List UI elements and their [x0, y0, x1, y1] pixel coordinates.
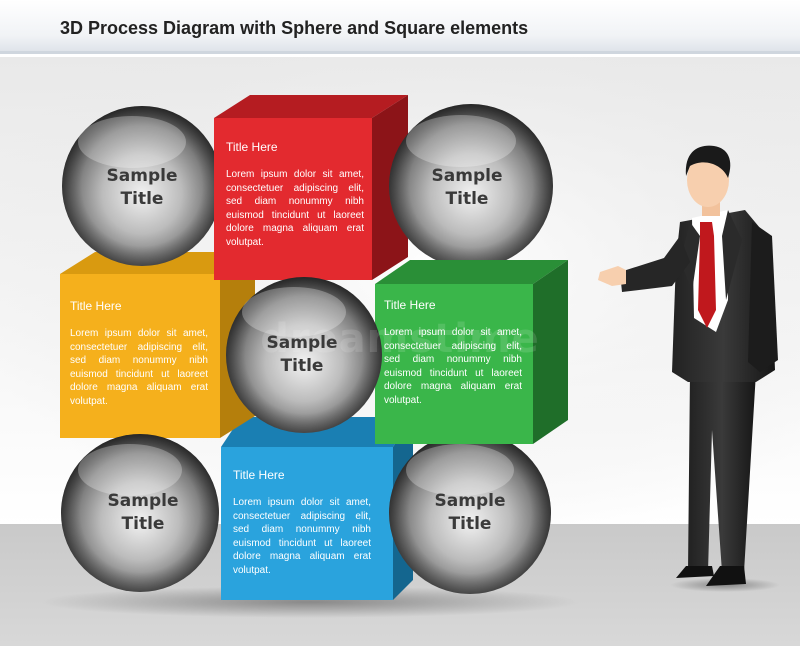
sphere-bottom-right: [389, 432, 551, 594]
blue-panel-body: Lorem ipsum dolor sit amet, consectetuer…: [233, 497, 371, 576]
green-panel-title: Title Here: [384, 298, 436, 312]
sphere-bottom-left: [61, 434, 219, 592]
sphere-label-bottom-left: Sample Title: [107, 491, 179, 534]
sphere-center: [226, 277, 382, 433]
sphere-top-left: [62, 106, 222, 266]
green-panel: Title Here Lorem ipsum dolor sit amet, c…: [384, 298, 522, 407]
red-panel-body: Lorem ipsum dolor sit amet, consectetuer…: [226, 169, 364, 248]
blue-panel: Title Here Lorem ipsum dolor sit amet, c…: [233, 468, 371, 577]
diagram-canvas: [0, 57, 800, 646]
red-box: [214, 95, 408, 280]
green-panel-body: Lorem ipsum dolor sit amet, consectetuer…: [384, 327, 522, 406]
green-box: [375, 260, 568, 444]
sphere-label-top-right: Sample Title: [431, 166, 503, 209]
yellow-panel-title: Title Here: [70, 299, 122, 313]
businessman-illustration: [598, 145, 778, 586]
sphere-top-right: [389, 104, 553, 268]
yellow-panel-body: Lorem ipsum dolor sit amet, consectetuer…: [70, 328, 208, 407]
sphere-label-center: Sample Title: [266, 333, 338, 376]
sphere-label-top-left: Sample Title: [106, 166, 178, 209]
header-bar: 3D Process Diagram with Sphere and Squar…: [0, 0, 800, 54]
blue-panel-title: Title Here: [233, 468, 285, 482]
structure-shadow: [40, 586, 580, 618]
yellow-panel: Title Here Lorem ipsum dolor sit amet, c…: [70, 299, 208, 408]
red-panel-title: Title Here: [226, 140, 278, 154]
sphere-label-bottom-right: Sample Title: [434, 491, 506, 534]
red-panel: Title Here Lorem ipsum dolor sit amet, c…: [226, 140, 364, 249]
page-title: 3D Process Diagram with Sphere and Squar…: [60, 18, 529, 38]
